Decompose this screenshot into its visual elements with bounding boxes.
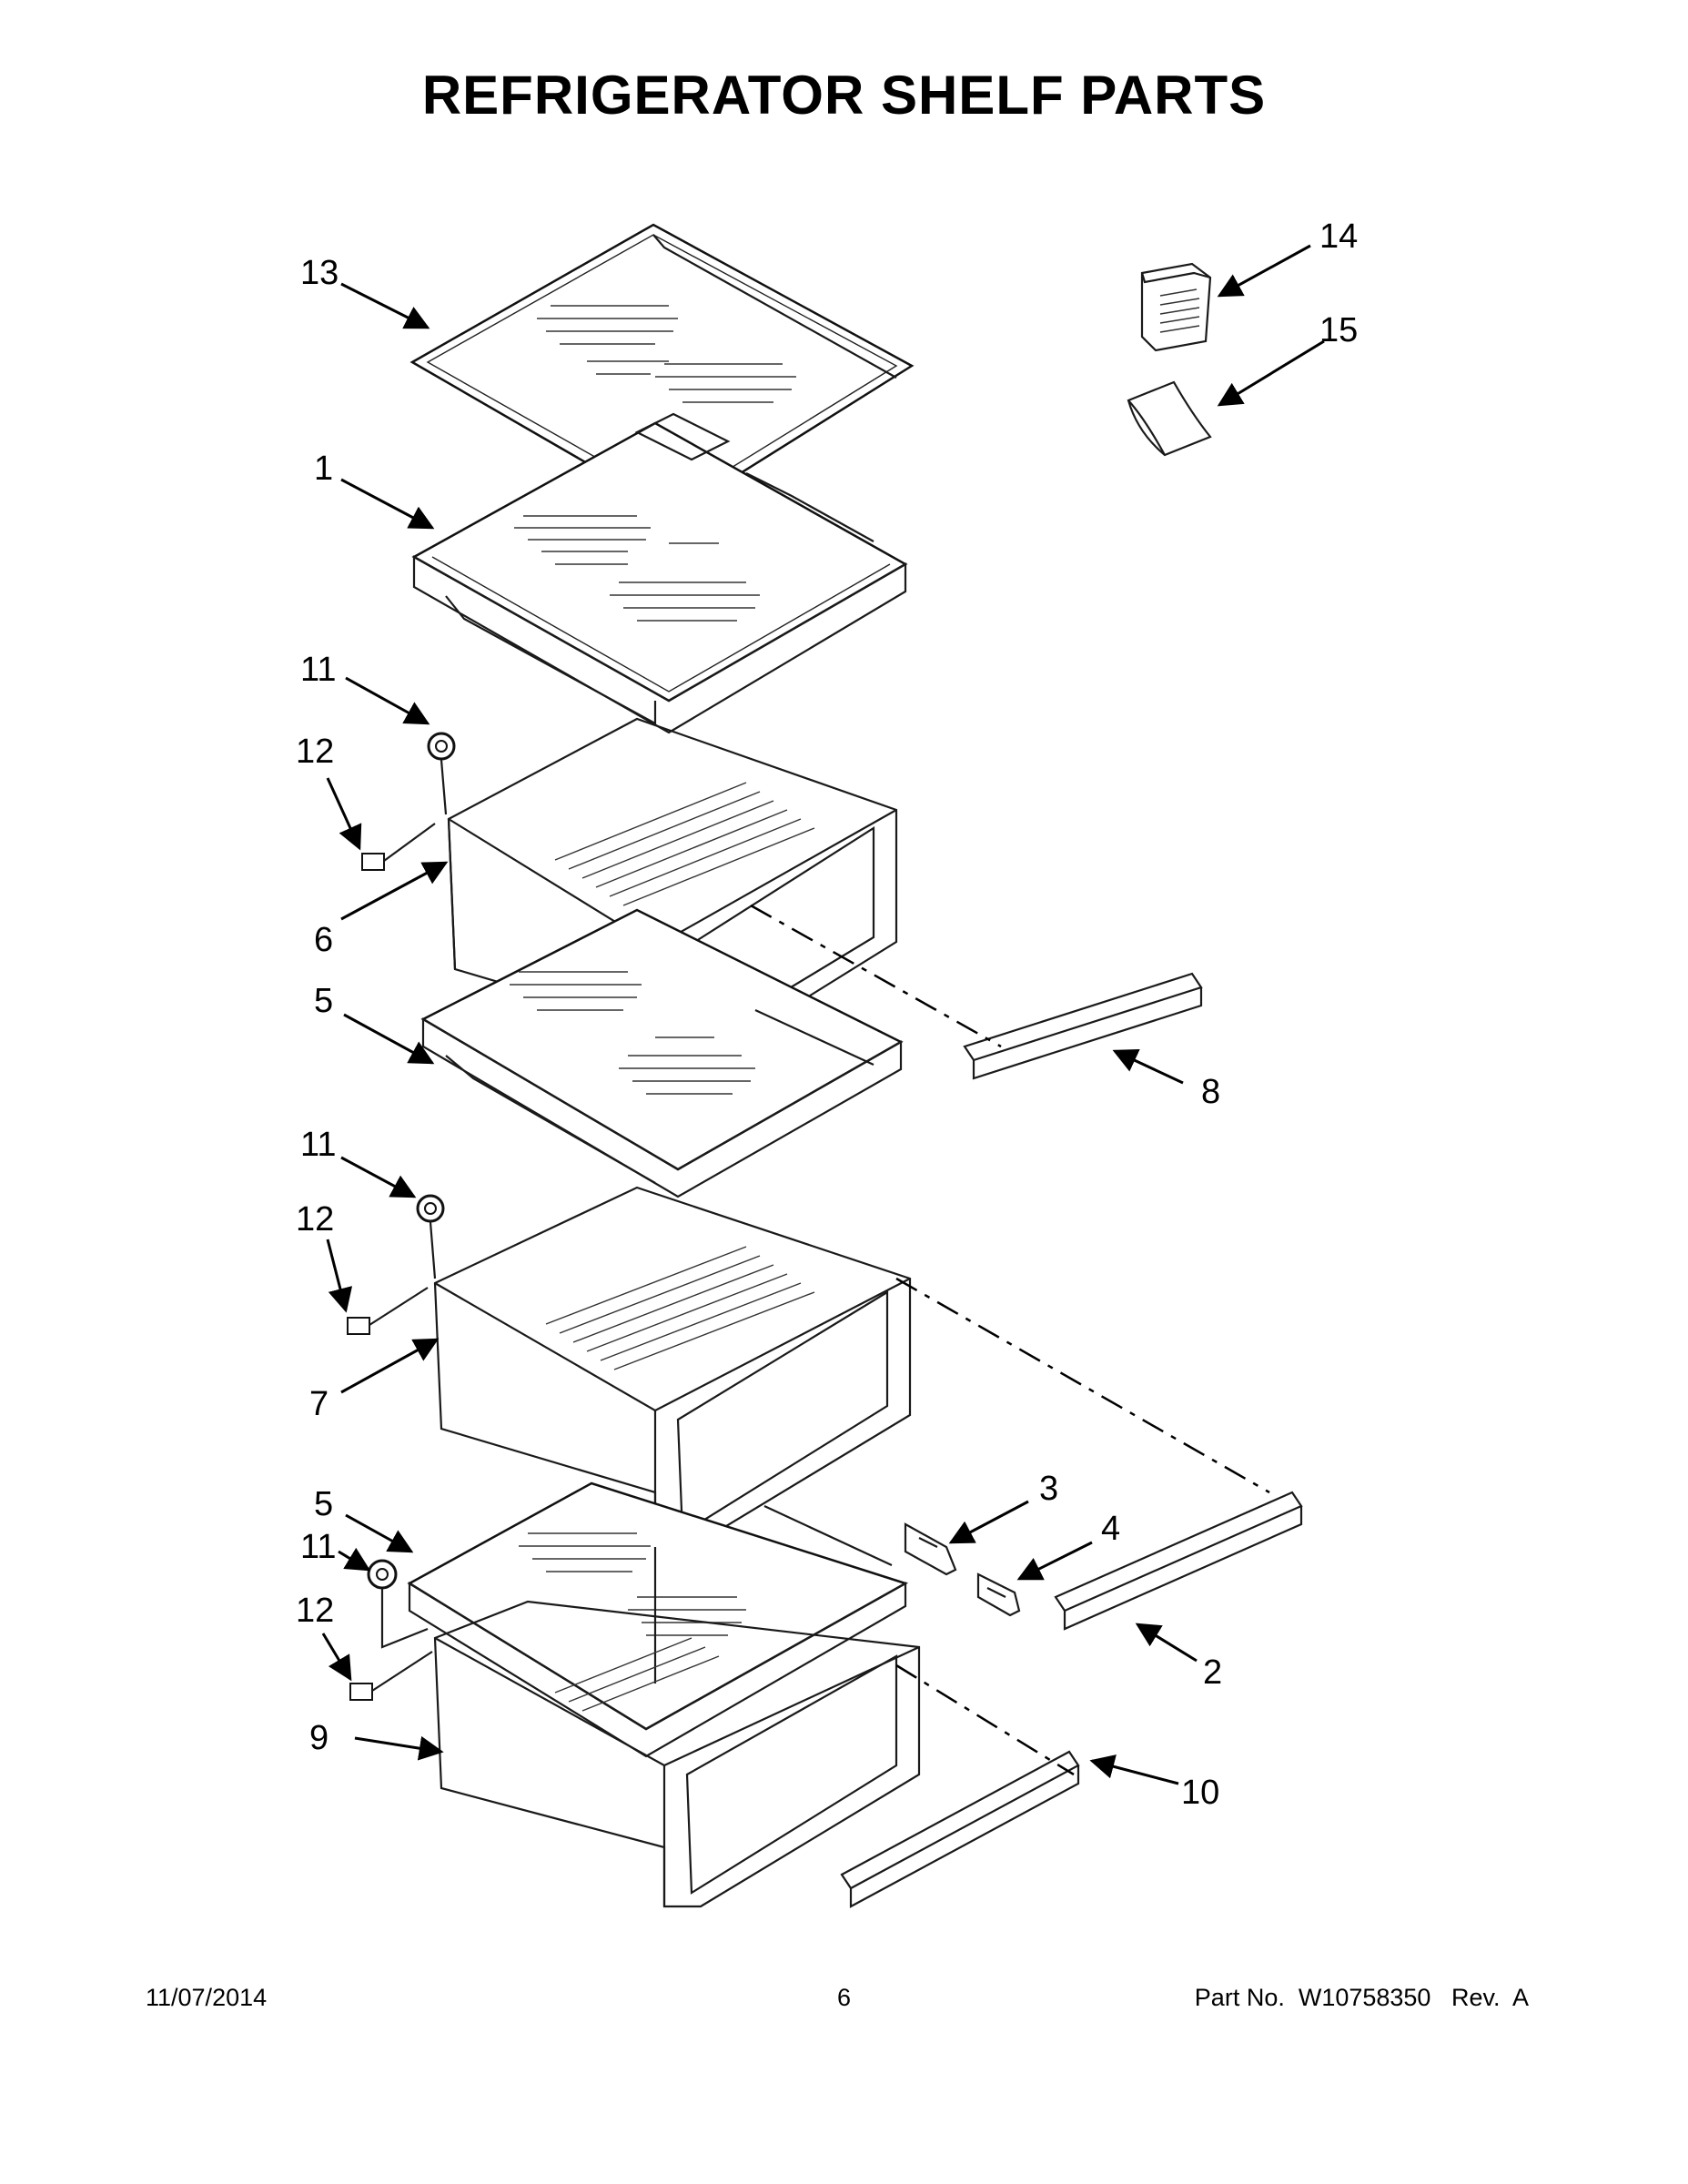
callout-15: 15 [1319,311,1358,349]
part-9-drawer [433,1600,921,1908]
callout-arrows [321,244,1325,1785]
part-11-roller-middle [416,1194,445,1279]
callout-5a: 5 [314,982,333,1020]
part-7-crisper-drawer [433,1186,912,1549]
callout-14: 14 [1319,217,1358,256]
footer-part-number: Part No. W10758350 Rev. A [1194,1984,1529,2011]
callout-12b: 12 [296,1200,334,1239]
callout-8: 8 [1201,1073,1220,1111]
callout-5b: 5 [314,1485,333,1523]
footer-page-number: 6 [836,1984,852,2011]
callout-7: 7 [309,1385,329,1423]
callout-4: 4 [1101,1510,1120,1548]
callout-11b: 11 [300,1126,336,1164]
callout-3: 3 [1039,1470,1058,1508]
footer-date: 11/07/2014 [146,1984,268,2011]
callout-11c: 11 [300,1528,336,1566]
part-2-rail [1054,1491,1303,1631]
part-12-screw-middle [347,1287,429,1335]
part-12-screw-lower [349,1651,433,1701]
callout-10: 10 [1181,1774,1219,1812]
callout-12a: 12 [296,733,334,771]
callout-6: 6 [314,921,333,959]
part-15-filter-holder [1127,380,1212,457]
part-8-rail [963,972,1203,1080]
part-5-shelf-upper [420,908,904,1198]
part-1-shelf-frame [411,412,908,734]
part-11-roller-lower [367,1559,429,1649]
callout-12c: 12 [296,1592,334,1630]
part-12-screw-upper [361,823,436,871]
callout-1: 1 [314,450,333,488]
callout-9: 9 [309,1719,329,1757]
callout-2: 2 [1203,1653,1222,1692]
part-10-rail [840,1750,1080,1908]
page-title: REFRIGERATOR SHELF PARTS [421,65,1267,126]
part-4-clip [976,1572,1021,1617]
callout-13: 13 [300,254,339,292]
part-5-shelf-lower [407,1481,909,1758]
callout-labels: 13 1 11 12 6 5 8 11 12 7 3 4 5 11 12 2 9… [296,217,1358,1812]
part-11-roller-upper [427,732,456,815]
part-3-clip [904,1522,957,1576]
part-14-filter-cover [1140,262,1212,352]
leader-lines [750,904,1270,1776]
callout-11a: 11 [300,651,336,689]
